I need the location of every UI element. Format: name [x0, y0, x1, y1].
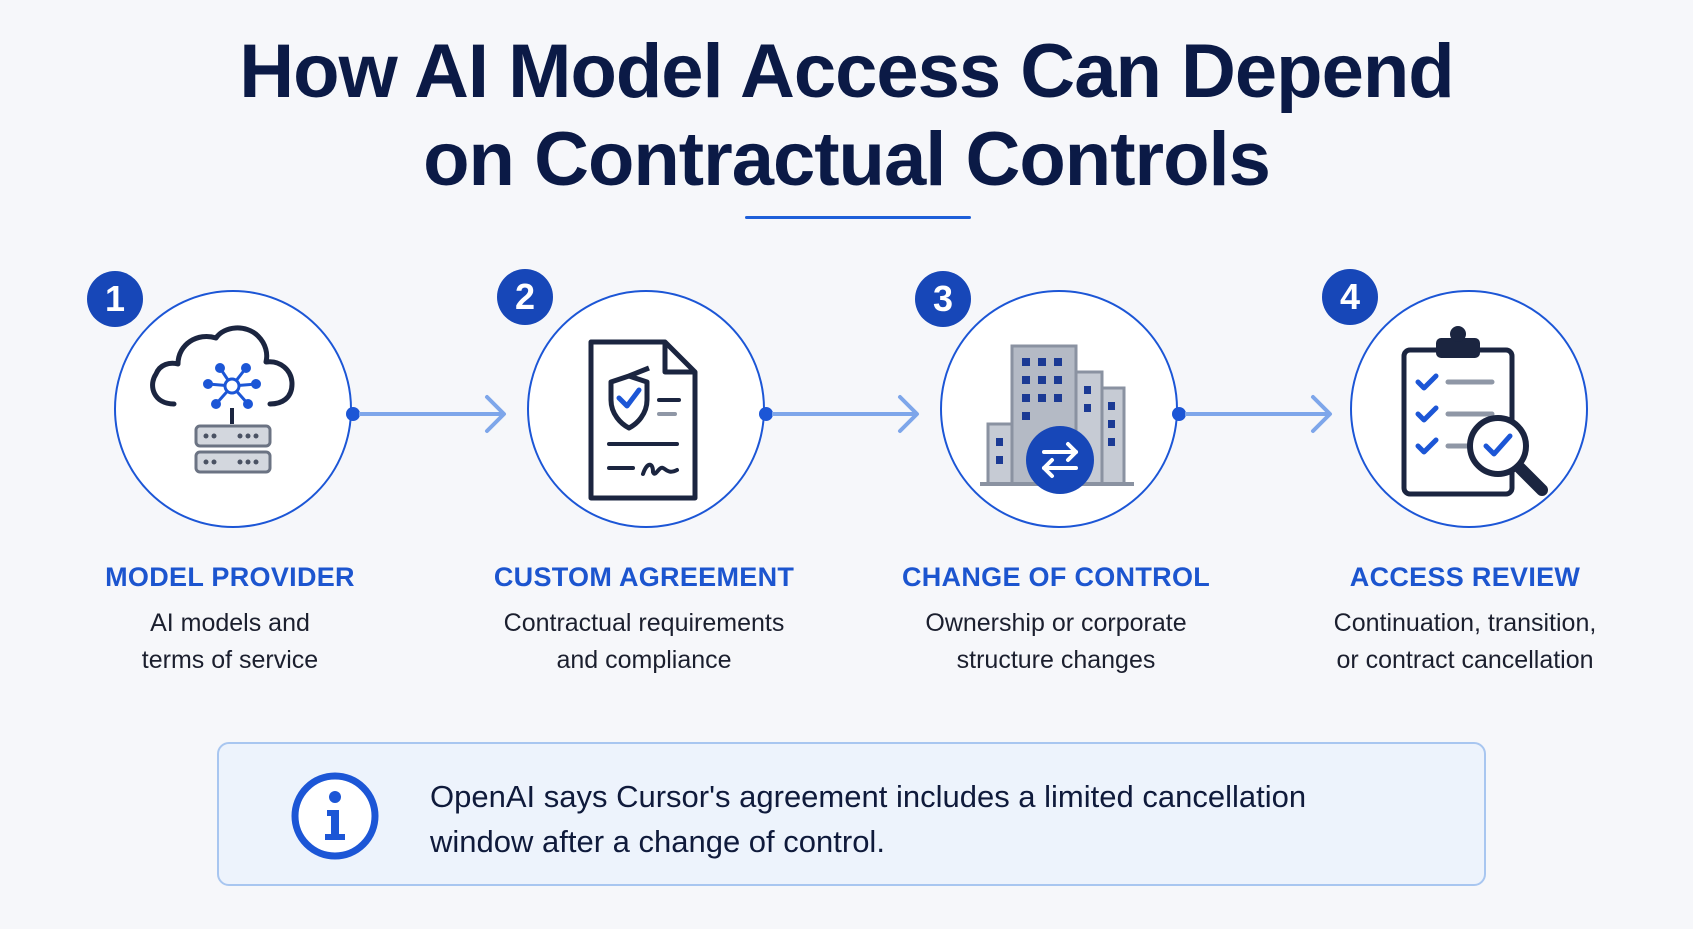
step-3-badge: 3 — [915, 271, 971, 327]
step-3-circle — [940, 290, 1178, 528]
step-3-description: Ownership or corporate structure changes — [866, 605, 1246, 679]
step-3-description-line-2: structure changes — [956, 646, 1156, 674]
step-1-badge: 1 — [87, 271, 143, 327]
step-2-description-line-2: and compliance — [556, 646, 732, 674]
connector-arrow-3 — [1172, 395, 1332, 433]
step-1-description: AI models and terms of service — [40, 605, 420, 679]
info-callout: OpenAI says Cursor's agreement includes … — [217, 742, 1486, 886]
connector-arrow-2 — [759, 395, 919, 433]
step-1-description-line-1: AI models and — [150, 609, 310, 637]
step-4-description: Continuation, transition, or contract ca… — [1275, 605, 1655, 679]
step-3-title: CHANGE OF CONTROL — [901, 562, 1211, 592]
step-2-description-line-1: Contractual requirements — [503, 609, 785, 637]
title-divider — [745, 216, 971, 219]
step-4-badge: 4 — [1322, 269, 1378, 325]
page-title-line-2: on Contractual Controls — [423, 117, 1271, 202]
building-transfer-icon — [980, 344, 1134, 494]
step-2-circle — [527, 290, 765, 528]
step-4-title: ACCESS REVIEW — [1349, 562, 1581, 592]
step-1-description-line-2: terms of service — [141, 646, 319, 674]
page-title-line-1: How AI Model Access Can Depend — [239, 29, 1454, 114]
info-callout-line-2: window after a change of control. — [430, 824, 885, 859]
step-1-circle — [114, 290, 352, 528]
info-icon — [291, 772, 379, 860]
step-2-badge: 2 — [497, 269, 553, 325]
step-4-circle — [1350, 290, 1588, 528]
page-title: How AI Model Access Can Depend on Contra… — [0, 28, 1693, 204]
step-4-description-line-2: or contract cancellation — [1336, 646, 1594, 674]
info-callout-line-1: OpenAI says Cursor's agreement includes … — [430, 779, 1307, 814]
info-callout-text: OpenAI says Cursor's agreement includes … — [430, 774, 1430, 864]
clipboard-checklist-magnifier-icon — [1401, 326, 1548, 497]
step-2-description: Contractual requirements and compliance — [454, 605, 834, 679]
step-1-title: MODEL PROVIDER — [105, 562, 355, 592]
connector-arrow-1 — [346, 395, 506, 433]
step-3-description-line-1: Ownership or corporate — [925, 609, 1187, 637]
cloud-network-server-icon — [150, 325, 295, 474]
step-4-description-line-1: Continuation, transition, — [1333, 609, 1597, 637]
shield-document-icon — [588, 339, 698, 501]
step-2-title: CUSTOM AGREEMENT — [493, 562, 795, 592]
